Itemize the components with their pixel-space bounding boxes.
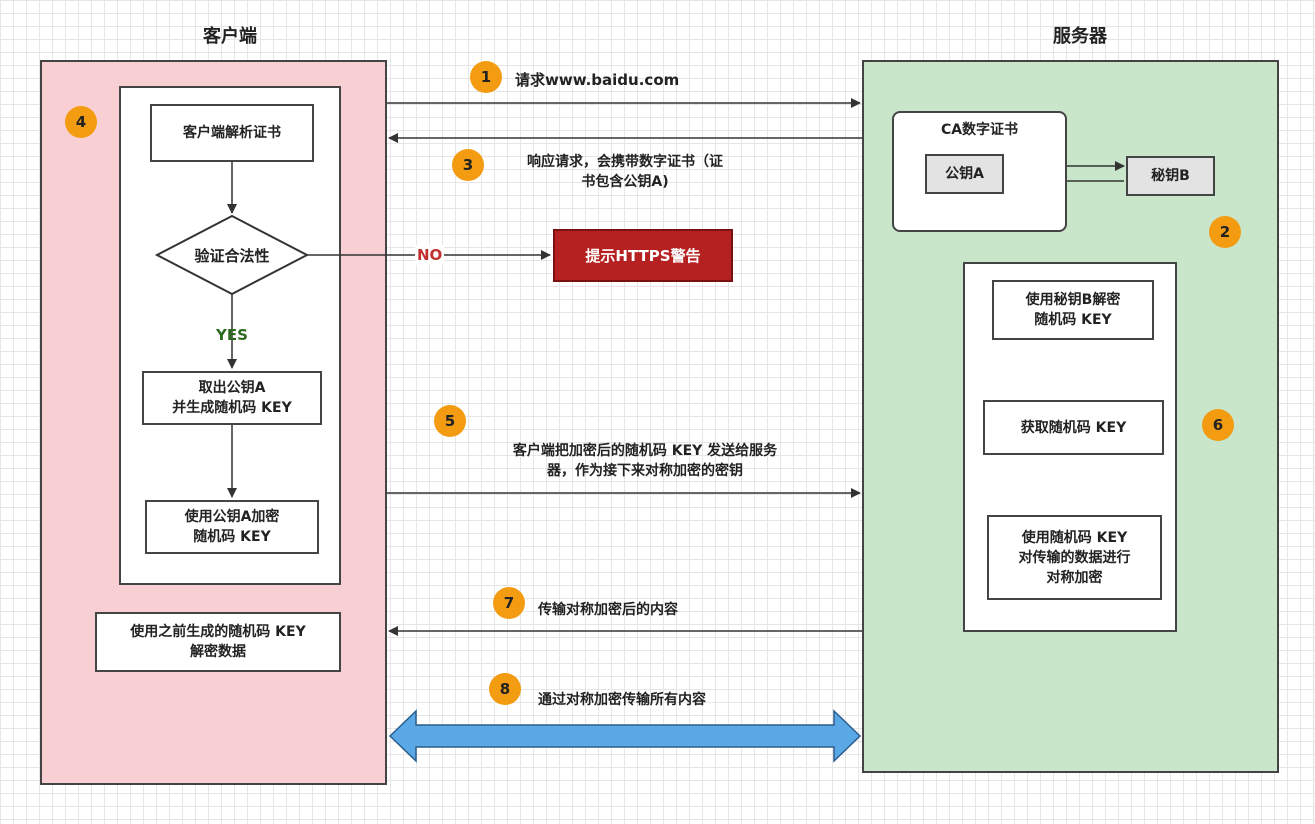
private-key-box: 秘钥B: [1126, 156, 1215, 196]
double-arrow: [388, 709, 862, 763]
server-title: 服务器: [1053, 26, 1107, 47]
parse-cert-box: 客户端解析证书: [150, 104, 314, 162]
no-label: NO: [415, 245, 445, 265]
step-4-badge: 4: [65, 106, 97, 138]
get-key-box: 获取随机码 KEY: [983, 400, 1164, 455]
step-3-badge: 3: [452, 149, 484, 181]
encrypt-key-box: 使用公钥A加密 随机码 KEY: [145, 500, 319, 554]
step-8-badge: 8: [489, 673, 521, 705]
step-5-badge: 5: [434, 405, 466, 437]
take-key-box: 取出公钥A 并生成随机码 KEY: [142, 371, 322, 425]
https-warning-box: 提示HTTPS警告: [553, 229, 733, 282]
ca-cert-title: CA数字证书: [940, 122, 1019, 138]
decrypt-data-box: 使用之前生成的随机码 KEY 解密数据: [95, 612, 341, 672]
decrypt-key-box: 使用秘钥B解密 随机码 KEY: [992, 280, 1154, 340]
public-key-box: 公钥A: [925, 154, 1004, 194]
step-6-badge: 6: [1202, 409, 1234, 441]
step-3-label: 响应请求，会携带数字证书（证 书包含公钥A): [527, 154, 723, 190]
symmetric-encrypt-box: 使用随机码 KEY 对传输的数据进行 对称加密: [987, 515, 1162, 600]
step-5-label: 客户端把加密后的随机码 KEY 发送给服务 器，作为接下来对称加密的密钥: [512, 443, 778, 479]
step-2-badge: 2: [1209, 216, 1241, 248]
step-1-label: 请求www.baidu.com: [515, 71, 680, 89]
yes-label: YES: [216, 326, 248, 344]
step-7-label: 传输对称加密后的内容: [538, 602, 678, 618]
verify-label: 验证合法性: [194, 247, 270, 265]
step-7-badge: 7: [493, 587, 525, 619]
client-title: 客户端: [203, 26, 257, 47]
step-1-badge: 1: [470, 61, 502, 93]
step-8-label: 通过对称加密传输所有内容: [538, 692, 706, 708]
